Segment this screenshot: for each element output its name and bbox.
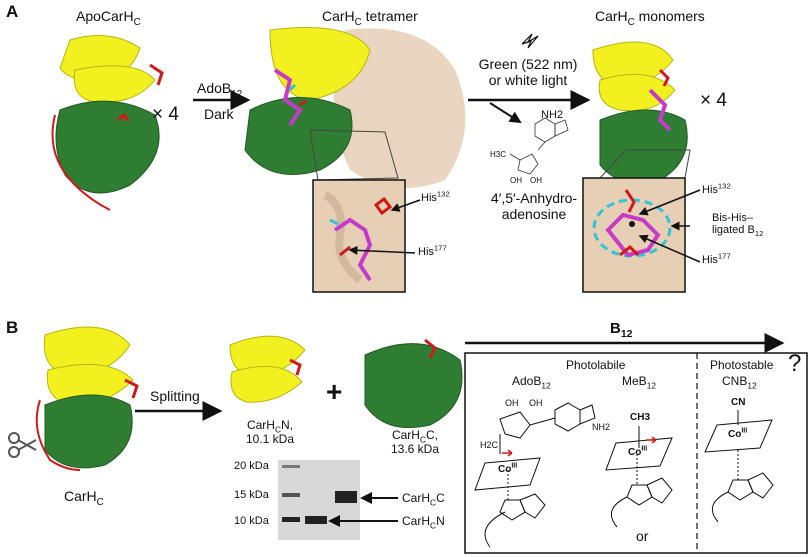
arrow-label-dark: Dark — [204, 106, 234, 122]
meb12-ch3: CH3 — [630, 412, 651, 423]
anhydroadenosine-structure — [509, 117, 569, 175]
cnb12-label: CNB12 — [722, 374, 757, 391]
carhc-monomers-title: CarHC monomers — [595, 8, 705, 28]
adob12-oh1: OH — [505, 398, 519, 408]
panel-a-letter: A — [6, 2, 19, 21]
gel-band-c-label: CarHCC — [402, 491, 445, 508]
c-fragment-label: CarHCC, 13.6 kDa — [390, 428, 440, 456]
anhydro-oh2: OH — [530, 176, 542, 185]
inset2-his132: His132 — [702, 181, 731, 196]
arrow-label-light: Green (522 nm) or white light — [478, 56, 578, 88]
carhc-monomer-structure — [592, 41, 691, 184]
b12-label: B12 — [610, 320, 633, 340]
carhc-c-structure — [364, 338, 463, 428]
scissors-icon — [8, 432, 37, 458]
anhydro-oh1: OH — [510, 176, 522, 185]
adob12-nh2: NH2 — [592, 422, 611, 432]
cnb12-structure — [704, 410, 774, 523]
times-four-left: × 4 — [152, 104, 179, 125]
inset1-his177: His177 — [418, 243, 447, 258]
inset2-his177: His177 — [702, 251, 731, 266]
gel-marker-20: 20 kDa — [234, 460, 269, 472]
splitting-label: Splitting — [150, 388, 200, 404]
b12-box — [464, 352, 808, 554]
gel-band-n-label: CarHCN — [402, 514, 445, 531]
carhc-n-structure — [229, 335, 306, 403]
tetramer-inset — [312, 179, 421, 293]
apo-carhc-title: ApoCarHC — [76, 8, 141, 28]
cnb12-co: CoIII — [728, 427, 748, 440]
inset1-his132: His132 — [421, 189, 450, 204]
times-four-right: × 4 — [700, 90, 727, 111]
carhc-tetramer-structure — [244, 27, 466, 189]
monomer-inset — [582, 177, 701, 293]
bis-his-label: Bis-His– ligated B12 — [712, 212, 764, 239]
adob12-structure — [474, 402, 596, 548]
n-fragment-label: CarHCN, 10.1 kDa — [245, 418, 295, 446]
gel-marker-10: 10 kDa — [234, 515, 269, 527]
meb12-label: MeB12 — [622, 374, 657, 391]
light-icon — [521, 33, 539, 49]
adob12-label: AdoB12 — [512, 374, 551, 391]
gel-marker-15: 15 kDa — [234, 489, 269, 501]
carhc-full-structure — [35, 326, 139, 471]
sds-gel-image — [278, 460, 360, 540]
question-mark: ? — [788, 350, 802, 377]
photolabile-label: Photolabile — [566, 358, 626, 372]
anhydro-nh2: NH2 — [541, 109, 564, 121]
adob12-h2c: H2C — [480, 440, 499, 450]
carhc-tetramer-title: CarHC tetramer — [322, 8, 418, 28]
photostable-label: Photostable — [710, 358, 774, 372]
apo-carhc-structure — [51, 35, 164, 211]
anhydroadenosine-label: 4′,5′-Anhydro- adenosine — [490, 190, 578, 222]
adob12-co: CoIII — [498, 462, 518, 475]
panel-b-letter: B — [6, 318, 19, 337]
anhydro-h3c: H3C — [490, 150, 507, 159]
carhc-label: CarHC — [64, 488, 104, 508]
adob12-oh2: OH — [529, 398, 543, 408]
meb12-co: CoIII — [628, 445, 648, 458]
or-label: or — [636, 528, 649, 544]
arrow-label-adob12: AdoB12 — [197, 80, 243, 100]
plus-sign: + — [326, 376, 343, 407]
cnb12-cn: CN — [731, 397, 746, 408]
